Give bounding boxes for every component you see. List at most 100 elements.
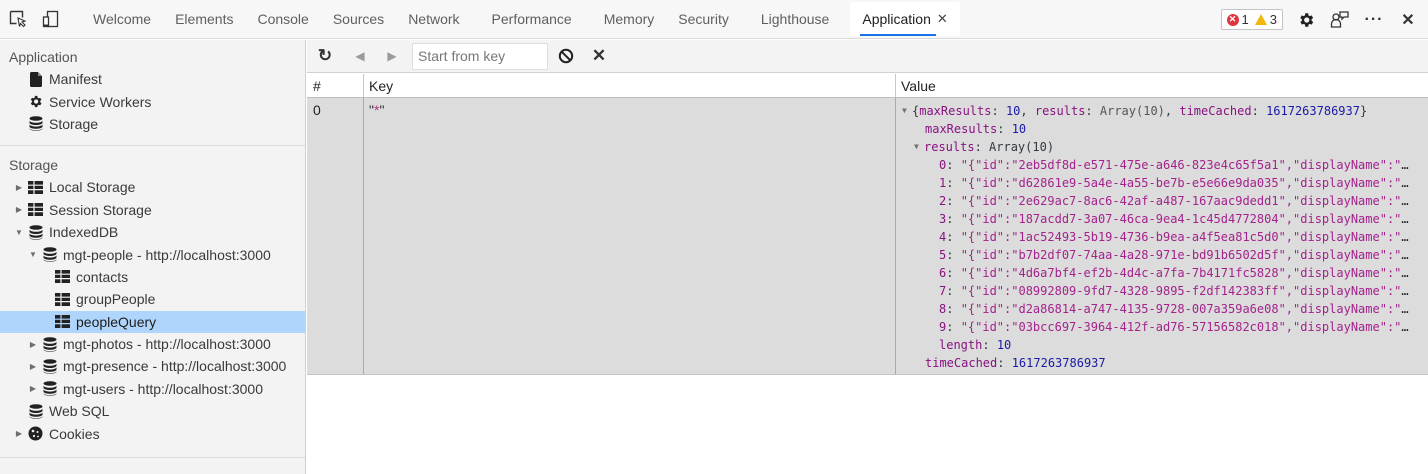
sidebar-item-label: Cookies [49, 425, 100, 442]
sidebar-item-cookies[interactable]: ▶ Cookies [0, 422, 305, 444]
sidebar-item-manifest[interactable]: Manifest [0, 68, 305, 90]
sidebar-item-web-sql[interactable]: Web SQL [0, 400, 305, 422]
expand-arrow-icon[interactable]: ▶ [15, 182, 23, 192]
tab-application[interactable]: Application ✕ [850, 2, 960, 36]
ellipsis: … [1401, 320, 1409, 334]
next-page-button[interactable]: ▶ [381, 45, 403, 67]
sidebar-item-session-storage[interactable]: ▶ Session Storage [0, 199, 305, 221]
array-item: 0: "{"id":"2eb5df8d-e571-475e-a646-823e4… [902, 156, 1428, 174]
close-devtools-button[interactable]: ✕ [1397, 9, 1419, 31]
delete-selected-button[interactable]: ✕ [588, 45, 610, 67]
array-index: 9 [939, 320, 947, 334]
indexeddb-data-view: ↻ ◀ ▶ ✕ # Key Value 0 "*" [307, 40, 1428, 474]
sidebar-item-label: Manifest [49, 71, 102, 88]
array-value: "{"id":"2e629ac7-8ac6-42af-a487-167aac9d… [960, 194, 1402, 208]
sidebar-item-storage[interactable]: Storage [0, 113, 305, 135]
cookie-icon [28, 426, 43, 441]
settings-button[interactable] [1295, 9, 1317, 31]
tab-lighthouse[interactable]: Lighthouse [741, 0, 842, 39]
property-value: 10 [1011, 122, 1027, 136]
tab-label: Network [408, 11, 460, 27]
sidebar-item-mgt-people-db[interactable]: ▼ mgt-people - http://localhost:3000 [0, 243, 305, 265]
clear-block-icon [558, 48, 574, 64]
start-from-key-input[interactable] [412, 42, 548, 70]
database-icon [28, 224, 43, 240]
tab-elements[interactable]: Elements [163, 0, 245, 39]
object-summary[interactable]: ▼ { maxResults: 10, results: Array(10), … [902, 102, 1428, 120]
application-sidebar: Application Manifest Service Workers Sto… [0, 40, 306, 474]
array-index: 1 [939, 176, 947, 190]
sidebar-item-label: mgt-users - http://localhost:3000 [63, 380, 263, 397]
sidebar-item-local-storage[interactable]: ▶ Local Storage [0, 176, 305, 198]
collapse-arrow-icon[interactable]: ▼ [29, 250, 37, 260]
sidebar-item-contacts[interactable]: contacts [0, 266, 305, 288]
tab-sources[interactable]: Sources [321, 0, 396, 39]
refresh-button[interactable]: ↻ [314, 45, 336, 67]
array-item: 8: "{"id":"d2a86814-a747-4135-9728-007a3… [902, 300, 1428, 318]
sidebar-item-mgt-users-db[interactable]: ▶ mgt-users - http://localhost:3000 [0, 378, 305, 400]
row-value-tree: ▼ { maxResults: 10, results: Array(10), … [896, 98, 1428, 374]
colon: : [946, 302, 961, 316]
tab-welcome[interactable]: Welcome [81, 0, 163, 39]
tab-console[interactable]: Console [245, 0, 320, 39]
array-index: 7 [939, 284, 947, 298]
expand-arrow-icon[interactable]: ▶ [29, 361, 37, 371]
array-value: "{"id":"1ac52493-5b19-4736-b9ea-a4f5ea81… [960, 230, 1402, 244]
colon: : [997, 356, 1012, 370]
more-options-icon: ··· [1364, 10, 1384, 28]
refresh-icon: ↻ [317, 46, 333, 65]
table-icon [55, 269, 70, 284]
array-index: 4 [939, 230, 947, 244]
collapse-arrow-icon[interactable]: ▼ [15, 227, 23, 237]
collapse-arrow-icon[interactable]: ▼ [902, 106, 907, 115]
property-name: maxResults [919, 104, 992, 118]
column-header-number[interactable]: # [307, 74, 364, 97]
inspect-element-button[interactable] [7, 8, 29, 30]
warning-icon [1254, 14, 1267, 25]
array-index: 8 [939, 302, 947, 316]
sidebar-item-peoplequery[interactable]: peopleQuery [0, 310, 305, 333]
array-value: "{"id":"2eb5df8d-e571-475e-a646-823e4c65… [960, 158, 1402, 172]
sidebar-item-grouppeople[interactable]: groupPeople [0, 288, 305, 310]
array-item: 4: "{"id":"1ac52493-5b19-4736-b9ea-a4f5e… [902, 228, 1428, 246]
colon: : [946, 248, 961, 262]
clear-object-store-button[interactable] [555, 45, 577, 67]
expand-arrow-icon[interactable]: ▶ [29, 339, 37, 349]
feedback-button[interactable] [1329, 9, 1351, 31]
property-results[interactable]: ▼ results: Array(10) [902, 138, 1428, 156]
next-icon: ▶ [387, 49, 397, 63]
tab-network[interactable]: Network [396, 0, 471, 39]
previous-page-button[interactable]: ◀ [349, 45, 371, 67]
collapse-arrow-icon[interactable]: ▼ [914, 142, 919, 151]
more-options-button[interactable]: ··· [1363, 9, 1385, 31]
array-item: 3: "{"id":"187acdd7-3a07-46ca-9ea4-1c45d… [902, 210, 1428, 228]
tab-memory[interactable]: Memory [584, 0, 667, 39]
sidebar-item-service-workers[interactable]: Service Workers [0, 90, 305, 112]
array-item: 5: "{"id":"b7b2df07-74aa-4a28-971e-bd91b… [902, 246, 1428, 264]
device-toggle-button[interactable] [40, 8, 62, 30]
expand-arrow-icon[interactable]: ▶ [29, 384, 37, 394]
tab-label: Application [862, 11, 931, 27]
expand-arrow-icon[interactable]: ▶ [15, 429, 23, 439]
tab-label: Elements [175, 11, 234, 27]
sidebar-item-mgt-photos-db[interactable]: ▶ mgt-photos - http://localhost:3000 [0, 333, 305, 355]
array-item: 9: "{"id":"03bcc697-3964-412f-ad76-57156… [902, 318, 1428, 336]
table-icon [28, 202, 43, 217]
array-value: "{"id":"08992809-9fd7-4328-9895-f2df1423… [960, 284, 1402, 298]
array-index: 0 [939, 158, 947, 172]
tab-performance[interactable]: Performance [472, 0, 584, 39]
ellipsis: … [1401, 194, 1409, 208]
issues-counter-button[interactable]: ✕ 1 3 [1220, 9, 1283, 30]
array-item: 1: "{"id":"d62861e9-5a4e-4a55-be7b-e5e66… [902, 174, 1428, 192]
column-header-key[interactable]: Key [364, 74, 896, 97]
property-name: results [924, 140, 975, 154]
sidebar-item-mgt-presence-db[interactable]: ▶ mgt-presence - http://localhost:3000 [0, 355, 305, 377]
ellipsis: … [1401, 302, 1409, 316]
previous-icon: ◀ [355, 49, 365, 63]
sidebar-item-indexeddb[interactable]: ▼ IndexedDB [0, 221, 305, 243]
close-tab-icon[interactable]: ✕ [936, 11, 948, 26]
column-header-value[interactable]: Value [901, 77, 936, 94]
table-row[interactable]: 0 "*" ▼ { maxResults: 10, results: Array… [307, 98, 1428, 375]
expand-arrow-icon[interactable]: ▶ [15, 205, 23, 215]
tab-security[interactable]: Security [666, 0, 741, 39]
